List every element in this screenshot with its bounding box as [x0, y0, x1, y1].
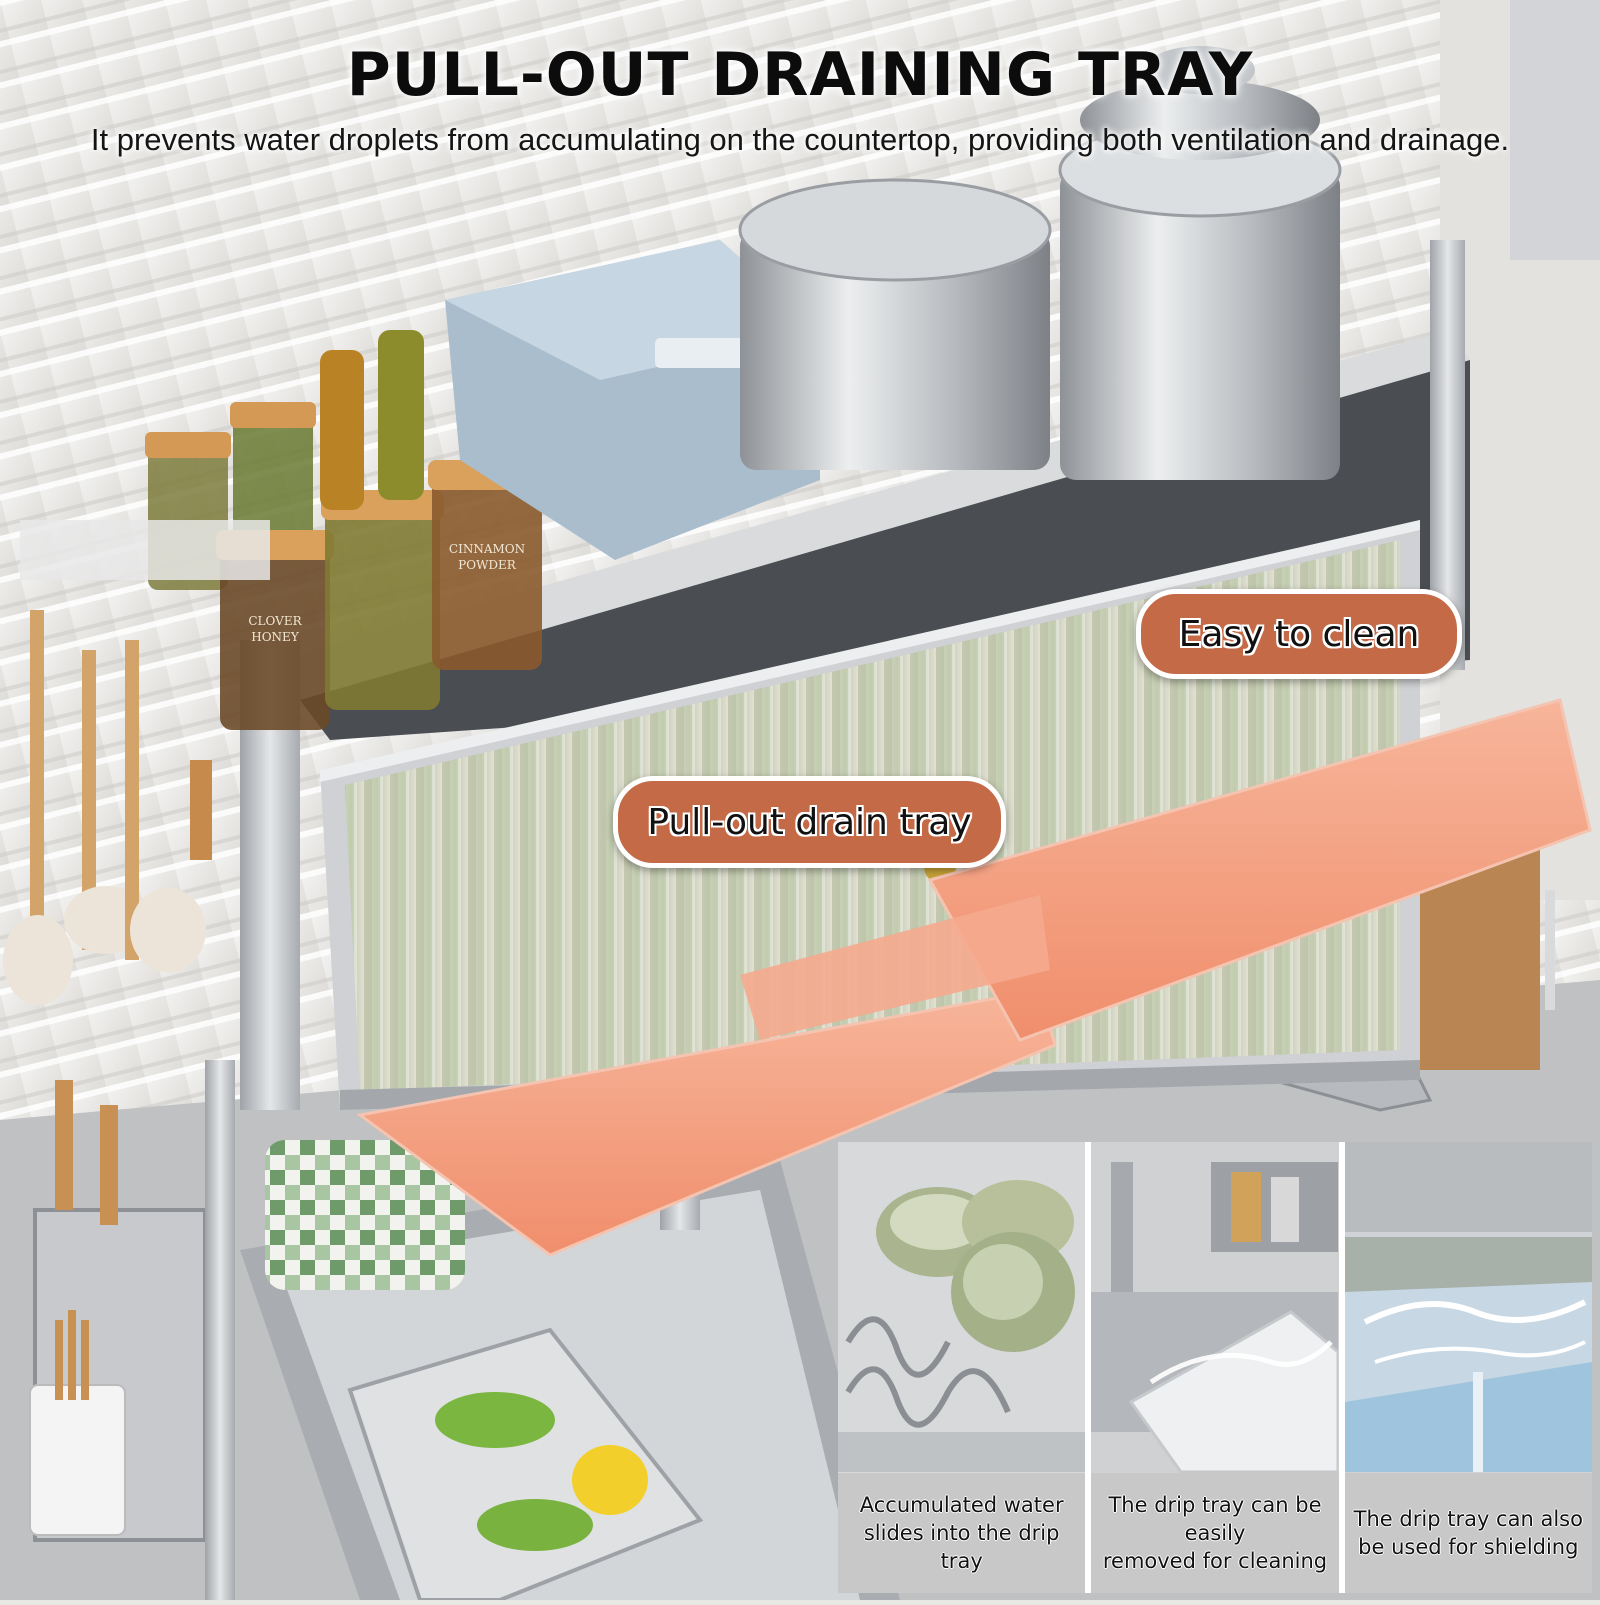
- svg-text:HONEY: HONEY: [251, 630, 300, 644]
- accumulated-water-caption: Accumulated water slides into the drip t…: [859, 1493, 1064, 1573]
- pull-out-drain-tray-callout: Pull-out drain tray: [613, 776, 1006, 868]
- easy-to-clean-callout: Easy to clean: [1136, 589, 1462, 679]
- easy-removal-caption: The drip tray can be easily removed for …: [1102, 1493, 1328, 1573]
- feature-panels: Accumulated water slides into the drip t…: [838, 1142, 1592, 1593]
- easy-to-clean-label: Easy to clean: [1178, 613, 1420, 655]
- pull-out-drain-tray-label: Pull-out drain tray: [647, 801, 972, 843]
- panel-caption: Accumulated water slides into the drip t…: [838, 1473, 1086, 1593]
- headline: PULL-OUT DRAINING TRAY: [346, 40, 1254, 110]
- subheadline: It prevents water droplets from accumula…: [90, 122, 1510, 157]
- feature-panel-shielding: The drip tray can also be used for shiel…: [1344, 1142, 1592, 1593]
- feature-panel-easy-removal: The drip tray can be easily removed for …: [1091, 1142, 1339, 1593]
- panel-caption: The drip tray can also be used for shiel…: [1344, 1473, 1592, 1593]
- shielding-caption: The drip tray can also be used for shiel…: [1353, 1507, 1583, 1559]
- svg-text:CINNAMON: CINNAMON: [449, 542, 525, 556]
- svg-text:POWDER: POWDER: [458, 558, 517, 572]
- svg-text:CLOVER: CLOVER: [248, 614, 302, 628]
- panel-caption: The drip tray can be easily removed for …: [1091, 1473, 1339, 1593]
- feature-panel-accumulated-water: Accumulated water slides into the drip t…: [838, 1142, 1086, 1593]
